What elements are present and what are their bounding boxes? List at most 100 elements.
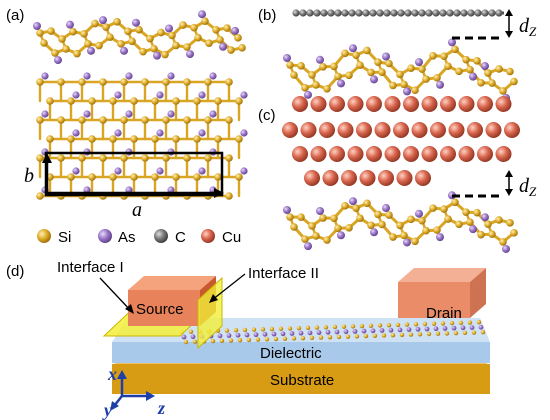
as-atom: [114, 167, 122, 175]
c-atom: [418, 9, 426, 17]
as-atom: [478, 324, 484, 330]
cu-atom: [359, 170, 376, 186]
si-atom: [480, 330, 486, 335]
cu-atom: [458, 146, 475, 162]
si-atom: [62, 45, 70, 53]
si-atom: [235, 97, 243, 105]
si-atom: [449, 320, 455, 326]
si-atom: [305, 325, 311, 331]
as-atom: [132, 18, 140, 27]
si-atom: [345, 71, 353, 80]
as-atom: [343, 329, 349, 335]
panel-a-top-lattice: [36, 72, 248, 200]
si-atom: [67, 97, 75, 105]
cu-atom: [282, 122, 298, 138]
source-label: Source: [136, 301, 184, 318]
si-atom: [471, 330, 477, 335]
panel-label-c: (c): [258, 107, 276, 124]
cu-atom: [329, 96, 345, 112]
si-atom: [151, 97, 159, 105]
c-atom: [411, 9, 419, 17]
si-atom: [204, 78, 212, 86]
cu-atom: [393, 122, 409, 138]
as-atom: [120, 46, 128, 55]
si-atom: [99, 116, 107, 124]
as-atom: [156, 91, 164, 99]
as-atom: [361, 328, 367, 334]
cu-atom: [322, 170, 339, 186]
legend-as-ball: [98, 229, 112, 243]
lattice-vector-a-label: a: [132, 199, 142, 221]
si-atom: [396, 221, 404, 230]
legend-si-label: Si: [58, 229, 71, 246]
si-atom: [453, 330, 459, 336]
legend-as-label: As: [118, 229, 136, 246]
si-atom: [172, 173, 180, 181]
si-atom: [308, 222, 316, 230]
as-atom: [469, 72, 477, 81]
si-atom: [242, 327, 248, 333]
si-atom: [455, 67, 463, 76]
si-atom: [88, 97, 96, 105]
si-atom: [162, 154, 170, 162]
as-atom: [397, 327, 403, 333]
si-atom: [378, 220, 386, 229]
c-atom: [460, 9, 468, 17]
si-atom: [273, 336, 279, 342]
c-atom: [495, 9, 503, 17]
c-atom: [376, 9, 384, 17]
as-atom: [415, 58, 423, 67]
as-atom: [41, 110, 49, 118]
si-atom: [225, 78, 233, 86]
as-atom: [33, 22, 41, 30]
si-atom: [205, 39, 213, 47]
si-atom: [345, 334, 351, 339]
si-atom: [141, 78, 149, 86]
si-atom: [495, 216, 503, 224]
as-atom: [283, 54, 291, 62]
si-atom: [473, 57, 481, 65]
si-atom: [318, 335, 324, 340]
si-atom: [95, 41, 103, 50]
cu-atom: [300, 122, 317, 138]
si-atom: [385, 59, 393, 68]
c-atom: [481, 9, 489, 17]
si-atom: [341, 49, 349, 58]
si-atom: [510, 229, 518, 237]
as-atom: [316, 55, 324, 64]
si-atom: [46, 97, 54, 105]
si-atom: [345, 224, 353, 232]
si-atom: [350, 324, 356, 329]
si-atom: [235, 173, 243, 181]
si-atom: [422, 75, 430, 83]
si-atom: [102, 23, 110, 31]
si-atom: [183, 339, 189, 345]
panel-label-d: (d): [6, 263, 24, 280]
panel-label-a: (a): [6, 7, 24, 24]
si-atom: [139, 47, 147, 56]
si-atom: [36, 29, 44, 37]
as-atom: [370, 228, 378, 237]
si-atom: [309, 335, 315, 341]
si-atom: [336, 334, 342, 340]
si-atom: [506, 67, 514, 76]
cu-atom: [366, 146, 382, 162]
si-atom: [312, 81, 320, 89]
si-atom: [225, 192, 233, 200]
interface-1-pointer: [99, 277, 133, 313]
si-atom: [109, 135, 117, 143]
as-atom: [352, 328, 358, 334]
c-atom: [348, 9, 356, 17]
cu-atom: [384, 146, 401, 162]
si-atom: [225, 154, 233, 162]
si-atom: [395, 322, 401, 328]
si-atom: [183, 78, 191, 86]
interface-2-label: Interface II: [248, 265, 319, 282]
device-schematic: Substrate Dielectric Source Drain Interf…: [57, 259, 490, 420]
si-atom: [124, 27, 132, 36]
si-atom: [78, 154, 86, 162]
cu-atom: [495, 146, 512, 162]
si-atom: [73, 49, 81, 58]
as-atom: [334, 329, 340, 335]
si-atom: [251, 327, 257, 332]
